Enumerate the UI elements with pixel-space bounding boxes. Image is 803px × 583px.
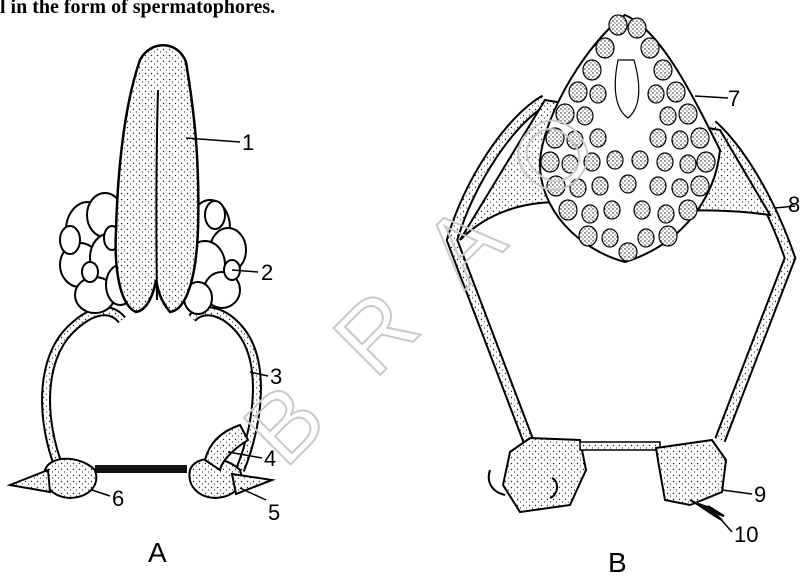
- watermark: B R A O: [224, 79, 630, 485]
- label-9: 9: [754, 482, 766, 507]
- connecting-bar: [95, 465, 187, 473]
- label-2: 2: [261, 260, 273, 285]
- label-1: 1: [242, 130, 254, 155]
- base-left: [503, 438, 586, 512]
- panel-b-label: B: [608, 547, 627, 578]
- panel-b-figure: 7 8 9 10 B: [452, 15, 800, 578]
- label-7: 7: [728, 86, 740, 111]
- label-6: 6: [112, 486, 124, 511]
- process-left: [10, 470, 50, 492]
- connecting-bar-b: [580, 442, 660, 450]
- ejaculatory-bulb-left: [44, 459, 96, 498]
- label-5: 5: [268, 500, 280, 525]
- base-right: [656, 440, 726, 505]
- label-8: 8: [788, 192, 800, 217]
- panel-a-figure: 1 2 3 4 5 6 A: [10, 45, 282, 568]
- panel-a-label: A: [148, 537, 167, 568]
- process-right: [232, 474, 272, 494]
- label-10: 10: [734, 522, 758, 547]
